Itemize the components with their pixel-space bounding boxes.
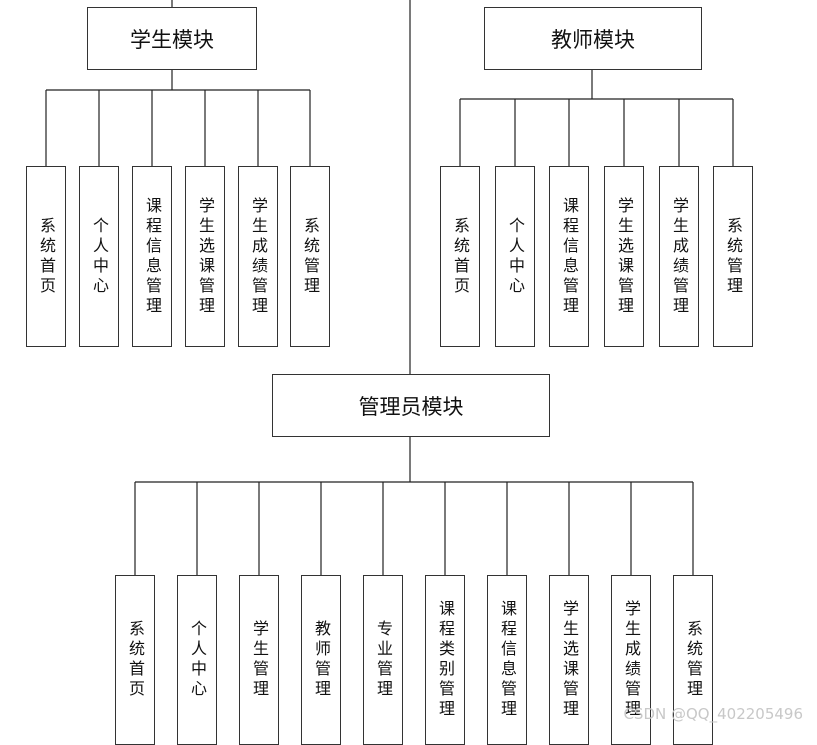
admin-leaf-label: 学生管理	[250, 620, 269, 700]
admin-leaf-box: 学生成绩管理	[611, 575, 651, 745]
admin-module-box: 管理员模块	[272, 374, 550, 437]
teacher-leaf-label: 课程信息管理	[560, 196, 579, 317]
student-leaf-box: 学生成绩管理	[238, 166, 278, 347]
admin-leaf-label: 个人中心	[188, 620, 207, 700]
admin-leaf-box: 课程类别管理	[425, 575, 465, 745]
admin-leaf-label: 课程信息管理	[498, 600, 517, 720]
student-leaf-label: 系统管理	[301, 216, 320, 297]
admin-leaf-box: 学生管理	[239, 575, 279, 745]
teacher-leaf-box: 课程信息管理	[549, 166, 589, 347]
admin-leaf-label: 课程类别管理	[436, 600, 455, 720]
teacher-module-box: 教师模块	[484, 7, 702, 70]
teacher-leaf-box: 学生成绩管理	[659, 166, 699, 347]
teacher-leaf-box: 系统首页	[440, 166, 480, 347]
teacher-leaf-label: 系统管理	[724, 216, 743, 297]
admin-leaf-box: 教师管理	[301, 575, 341, 745]
admin-leaf-box: 个人中心	[177, 575, 217, 745]
student-leaf-box: 系统首页	[26, 166, 66, 347]
student-leaf-box: 课程信息管理	[132, 166, 172, 347]
watermark: CSDN @QQ_402205496	[623, 705, 803, 723]
student-leaf-label: 学生成绩管理	[249, 196, 268, 317]
student-module-box: 学生模块	[87, 7, 257, 70]
admin-leaf-box: 学生选课管理	[549, 575, 589, 745]
teacher-drops	[459, 99, 734, 166]
student-leaf-box: 系统管理	[290, 166, 330, 347]
student-leaf-box: 个人中心	[79, 166, 119, 347]
admin-leaf-box: 系统首页	[115, 575, 155, 745]
teacher-leaf-label: 学生成绩管理	[670, 196, 689, 317]
student-leaf-label: 学生选课管理	[196, 196, 215, 317]
admin-leaf-label: 专业管理	[374, 620, 393, 700]
teacher-leaf-label: 个人中心	[506, 216, 525, 297]
admin-leaf-label: 学生成绩管理	[622, 600, 641, 720]
student-module-title: 学生模块	[130, 27, 214, 52]
teacher-leaf-label: 学生选课管理	[615, 196, 634, 317]
teacher-leaf-box: 个人中心	[495, 166, 535, 347]
admin-leaf-label: 系统管理	[684, 620, 703, 700]
student-leaf-box: 学生选课管理	[185, 166, 225, 347]
admin-module-title: 管理员模块	[358, 394, 464, 419]
teacher-leaf-label: 系统首页	[451, 216, 470, 297]
admin-leaf-box: 系统管理	[673, 575, 713, 745]
admin-leaf-label: 学生选课管理	[560, 600, 579, 720]
admin-leaf-label: 教师管理	[312, 620, 331, 700]
teacher-leaf-box: 学生选课管理	[604, 166, 644, 347]
admin-leaf-box: 课程信息管理	[487, 575, 527, 745]
student-leaf-label: 系统首页	[37, 216, 56, 297]
admin-drops	[134, 482, 694, 575]
teacher-leaf-box: 系统管理	[713, 166, 753, 347]
teacher-module-title: 教师模块	[551, 27, 635, 52]
admin-leaf-label: 系统首页	[126, 620, 145, 700]
student-drops	[45, 90, 311, 166]
student-leaf-label: 个人中心	[90, 216, 109, 297]
admin-leaf-box: 专业管理	[363, 575, 403, 745]
student-leaf-label: 课程信息管理	[143, 196, 162, 317]
